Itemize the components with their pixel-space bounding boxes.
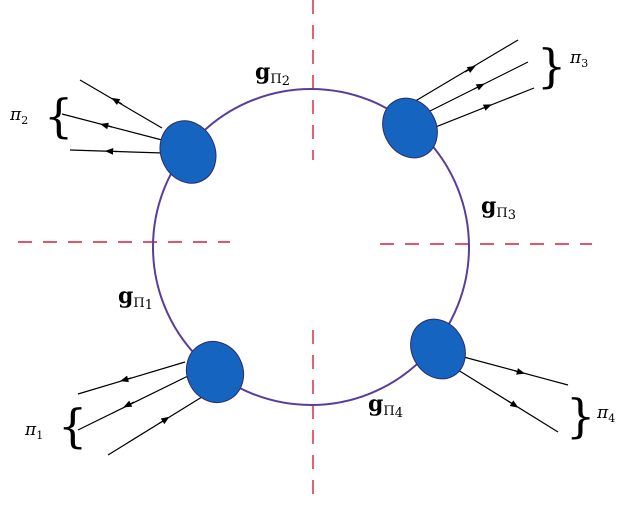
- pion-label-pi3: π3: [569, 48, 588, 70]
- coupling-label-g1: gΠ1: [118, 283, 153, 313]
- loop-circle: [152, 88, 470, 406]
- brace-pi2: {: [44, 89, 73, 143]
- pion-label-pi1: π1: [24, 420, 43, 442]
- coupling-label-g4: gΠ4: [368, 391, 403, 421]
- brace-pi1: {: [58, 399, 87, 453]
- brace-pi4: }: [566, 389, 595, 443]
- external-lines-pi1: [77, 361, 211, 456]
- vertex-blob-pi3: [382, 97, 438, 159]
- vertex-blob-pi4: [410, 318, 466, 380]
- coupling-label-g3: gΠ3: [481, 193, 516, 223]
- coupling-label-g2: gΠ2: [255, 59, 290, 89]
- brace-pi3: }: [537, 39, 566, 93]
- vertex-blob-pi2: [159, 120, 217, 184]
- vertex-blob-pi1: [185, 341, 245, 403]
- external-lines-pi3: [411, 39, 535, 131]
- pion-label-pi2: π2: [9, 105, 28, 127]
- external-lines-pi2: [61, 79, 164, 155]
- pion-label-pi4: π4: [596, 403, 615, 425]
- external-lines-pi4: [457, 355, 569, 433]
